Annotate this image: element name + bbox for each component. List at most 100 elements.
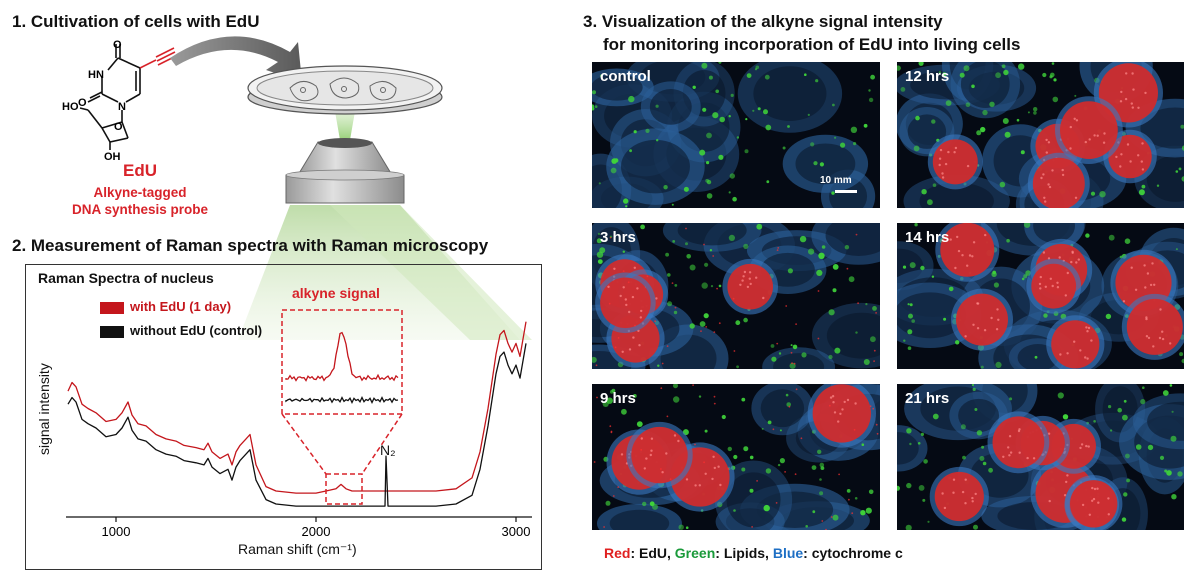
edu-dot — [817, 290, 820, 292]
lipid-dot — [706, 132, 712, 139]
lipid-dot — [672, 240, 676, 243]
lipid-dot — [1020, 150, 1025, 155]
lipid-dot — [799, 235, 807, 243]
nucleus-speckle — [1132, 88, 1135, 91]
nucleus-speckle — [640, 437, 643, 440]
edu-dot — [617, 337, 620, 339]
panel-label: 14 hrs — [905, 229, 950, 246]
lipid-dot — [811, 465, 817, 470]
nucleus-speckle — [719, 483, 722, 487]
lipid-dot — [1123, 492, 1128, 497]
lipid-dot — [708, 75, 713, 80]
nucleus-speckle — [1051, 284, 1054, 288]
nucleus-speckle — [1040, 176, 1043, 180]
edu-dot — [875, 312, 877, 314]
nucleus-speckle — [952, 491, 955, 494]
nucleus-speckle — [1073, 117, 1076, 120]
lipid-dot — [667, 273, 671, 277]
lipid-dot — [909, 442, 912, 446]
lipid-dot — [763, 109, 768, 115]
lipid-dot — [685, 526, 689, 529]
edu-dot — [846, 267, 849, 270]
nucleus-speckle — [1096, 134, 1099, 137]
nucleus-speckle — [613, 267, 616, 270]
lipid-dot — [897, 65, 901, 71]
edu-dot — [609, 236, 612, 239]
nucleus-speckle — [952, 478, 956, 481]
microscopy-panel-control: control 10 mm — [592, 62, 880, 208]
nucleus-speckle — [1056, 286, 1060, 289]
edu-dot — [661, 362, 664, 365]
section1-title: 1. Cultivation of cells with EdU — [12, 12, 260, 31]
edu-dot — [705, 326, 708, 328]
nucleus-speckle — [1146, 272, 1150, 275]
lipid-dot — [976, 430, 983, 436]
n2-peak-label: N₂ — [380, 442, 396, 458]
nucleus-speckle — [972, 241, 976, 244]
edu-dot — [733, 350, 736, 352]
lipid-dot — [665, 252, 669, 257]
nucleus-speckle — [941, 172, 944, 175]
lipid-dot — [673, 396, 680, 403]
lipid-dot — [673, 310, 678, 315]
cell-texture — [897, 223, 1184, 369]
atom-ho: HO — [62, 101, 79, 113]
nucleus-speckle — [1152, 345, 1155, 348]
lipid-dot — [995, 361, 1002, 368]
legend-sep: : — [715, 545, 724, 561]
lipid-dot — [743, 243, 749, 249]
lipid-dot — [763, 504, 770, 512]
cytoplasm-shadow — [726, 472, 781, 528]
cytoplasm-shadow — [620, 139, 690, 194]
nucleus-speckle — [841, 408, 844, 411]
lipid-dot — [920, 265, 925, 271]
lipid-dot — [1108, 405, 1112, 409]
lipid-dot — [698, 395, 702, 398]
lipid-dot — [1122, 414, 1128, 421]
nucleus-speckle — [636, 287, 639, 290]
nucleus-speckle — [1008, 435, 1012, 438]
nucleus-speckle — [643, 467, 646, 470]
edu-dot — [857, 302, 859, 305]
edu-dot — [646, 275, 649, 278]
lipid-dot — [703, 313, 709, 319]
lipid-dot — [819, 491, 824, 496]
nucleus-speckle — [638, 344, 641, 347]
lipid-dot — [743, 317, 748, 323]
nucleus-speckle — [956, 235, 959, 239]
nucleus-speckle — [1169, 342, 1172, 345]
nucleus-speckle — [944, 162, 948, 166]
nucleus-speckle — [1002, 455, 1005, 458]
lipid-dot — [1016, 118, 1020, 122]
lipid-dot — [727, 446, 732, 452]
microscopy-panel-14hrs: 14 hrs — [897, 223, 1184, 369]
nucleus-edu — [1032, 157, 1085, 208]
lipid-dot — [817, 449, 822, 454]
nucleus-speckle — [698, 484, 701, 487]
nucleus-speckle — [983, 329, 987, 332]
nucleus-speckle — [1044, 285, 1047, 288]
nucleus-speckle — [1097, 501, 1100, 504]
cytoplasm-shadow — [1033, 223, 1076, 243]
nucleus-speckle — [650, 437, 654, 440]
lipid-dot — [741, 467, 746, 472]
lipid-dot — [1033, 107, 1038, 112]
nucleus-speckle — [1158, 336, 1162, 340]
lipid-dot — [932, 413, 939, 420]
cell-texture — [593, 384, 880, 530]
nucleus-speckle — [1069, 147, 1072, 150]
lipid-dot — [715, 89, 719, 94]
panel-label: 3 hrs — [600, 229, 636, 246]
edu-dot — [794, 473, 797, 476]
nucleus-speckle — [1039, 287, 1042, 290]
cytoplasm-shadow — [1146, 155, 1184, 202]
x-tick-label: 2000 — [302, 524, 331, 539]
lipid-dot — [667, 301, 673, 307]
lipid-dot — [719, 116, 725, 123]
lipid-dot — [840, 142, 846, 148]
lipid-dot — [656, 139, 659, 142]
atom-hn: HN — [88, 69, 104, 81]
edu-dot — [596, 396, 598, 399]
color-legend: Red: EdU, Green: Lipids, Blue: cytochrom… — [604, 545, 903, 561]
